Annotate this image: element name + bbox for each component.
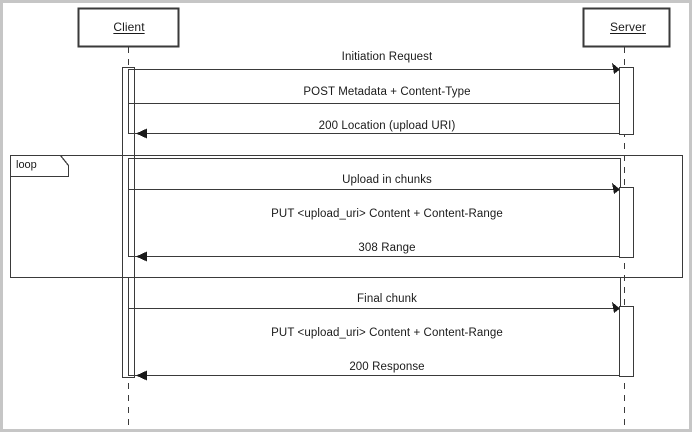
- message-label-initiation-request: Initiation Request: [341, 51, 433, 63]
- activation-bar-server-2: [618, 186, 635, 259]
- message-label-upload-in-chunks: Upload in chunks: [342, 174, 432, 186]
- arrowhead-response-2: [136, 251, 147, 262]
- arrowhead-request-1: [612, 63, 620, 74]
- arrowhead-request-3: [612, 302, 620, 313]
- message-label-final-chunk: Final chunk: [357, 293, 417, 305]
- activation-bar-server-1: [618, 66, 635, 136]
- activation-bar-server-3: [618, 305, 635, 378]
- participant-label-server: Server: [610, 20, 646, 34]
- participant-label-client: Client: [113, 20, 145, 34]
- participant-box-client: [77, 7, 180, 48]
- sequence-diagram-svg: [9, 7, 684, 426]
- message-label-post-metadata: POST Metadata + Content-Type: [303, 86, 471, 98]
- participant-box-server: [582, 7, 671, 48]
- message-label-308-range: 308 Range: [358, 242, 416, 254]
- loop-fragment-label: loop: [16, 159, 37, 171]
- arrowhead-response-3: [136, 370, 147, 381]
- message-label-200-location: 200 Location (upload URI): [318, 120, 456, 132]
- diagram-stage: Client Server loop Initiation Request PO…: [3, 3, 689, 429]
- arrowhead-request-2: [612, 183, 620, 194]
- message-label-put-chunk: PUT <upload_uri> Content + Content-Range: [271, 208, 503, 220]
- loop-fragment-tag: [9, 154, 70, 178]
- arrowhead-response-1: [136, 128, 147, 139]
- message-label-200-response: 200 Response: [349, 361, 425, 373]
- message-label-put-final-chunk: PUT <upload_uri> Content + Content-Range: [271, 327, 503, 339]
